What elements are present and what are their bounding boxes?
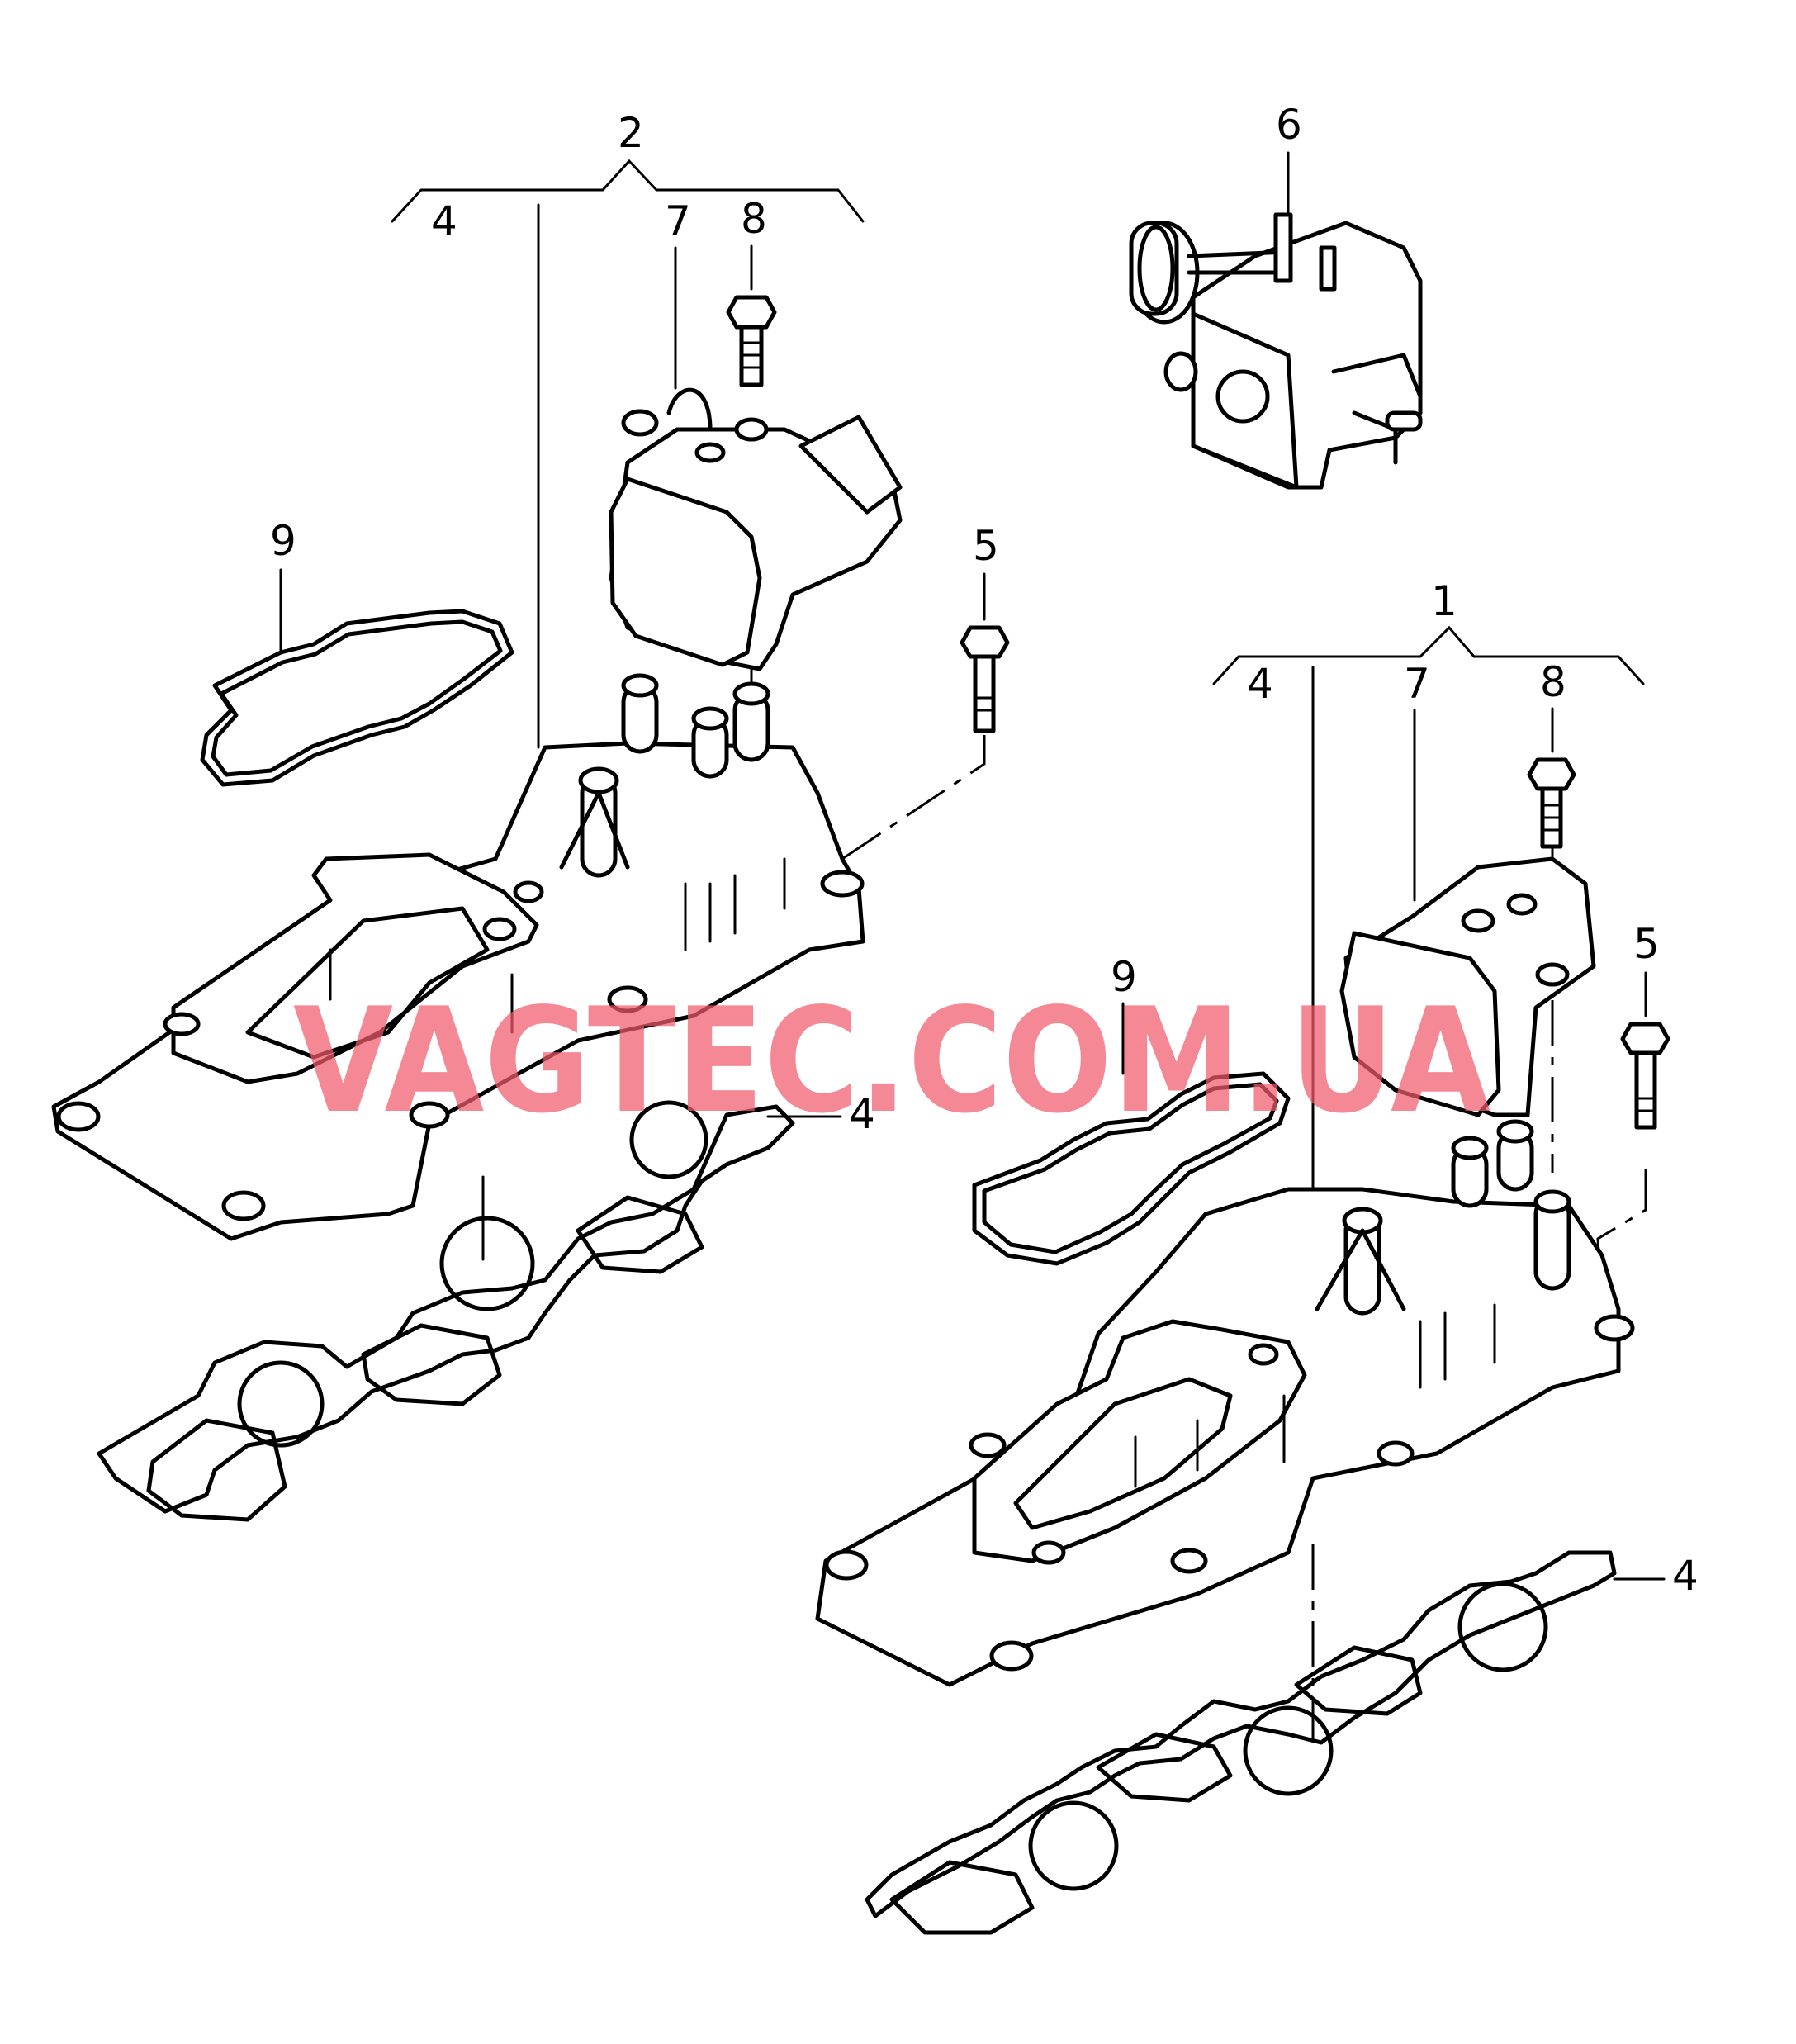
- right-group-bracket: [1212, 625, 1645, 685]
- callout-6: 6: [1276, 101, 1302, 149]
- left-cover-gasket: [200, 609, 514, 787]
- callout-left-4: 4: [431, 197, 457, 245]
- left-bolt-8: [726, 295, 777, 387]
- callout-right-9: 9: [1111, 953, 1137, 1001]
- right-manifold-4: [815, 1119, 1635, 1687]
- sensor-assembly-6: 6: [1129, 101, 1423, 490]
- callout-1: 1: [1431, 577, 1457, 625]
- left-assembly: 2 4 7 8 9 5 4: [51, 109, 1010, 1522]
- callout-right-gasket-4: 4: [1672, 1552, 1699, 1600]
- callout-left-7: 7: [665, 197, 691, 245]
- right-assembly: 1 4 7 8 9 5 4: [815, 577, 1699, 1935]
- callout-left-gasket-4: 4: [849, 1090, 875, 1138]
- left-cover-gasket-inner: [211, 619, 503, 777]
- callout-right-7: 7: [1404, 660, 1430, 708]
- right-bolt-axis: [1596, 1169, 1647, 1306]
- right-bolt-8: [1527, 757, 1576, 849]
- left-group-bracket: [391, 159, 865, 223]
- watermark: VAGTEC.COM.UA: [293, 978, 1490, 1145]
- left-actuator-7: [609, 387, 903, 671]
- callout-left-9: 9: [270, 517, 296, 565]
- right-side-gasket-4: [865, 1550, 1617, 1935]
- callout-right-8: 8: [1540, 658, 1566, 706]
- left-side-gasket-4: [97, 1100, 795, 1522]
- right-cover-gasket-inner: [982, 1082, 1279, 1254]
- left-bolt-axis: [841, 735, 986, 861]
- right-cover-gasket: [972, 1071, 1291, 1266]
- right-bolt-5: [1620, 1022, 1670, 1130]
- callout-right-4: 4: [1247, 660, 1273, 708]
- callout-left-8: 8: [741, 195, 767, 243]
- left-manifold-4: [51, 673, 865, 1261]
- callout-right-5: 5: [1633, 920, 1660, 968]
- right-actuator-7: [1339, 856, 1596, 1117]
- callout-left-5: 5: [973, 522, 999, 570]
- callout-2: 2: [618, 109, 644, 157]
- left-bolt-5: [960, 625, 1010, 733]
